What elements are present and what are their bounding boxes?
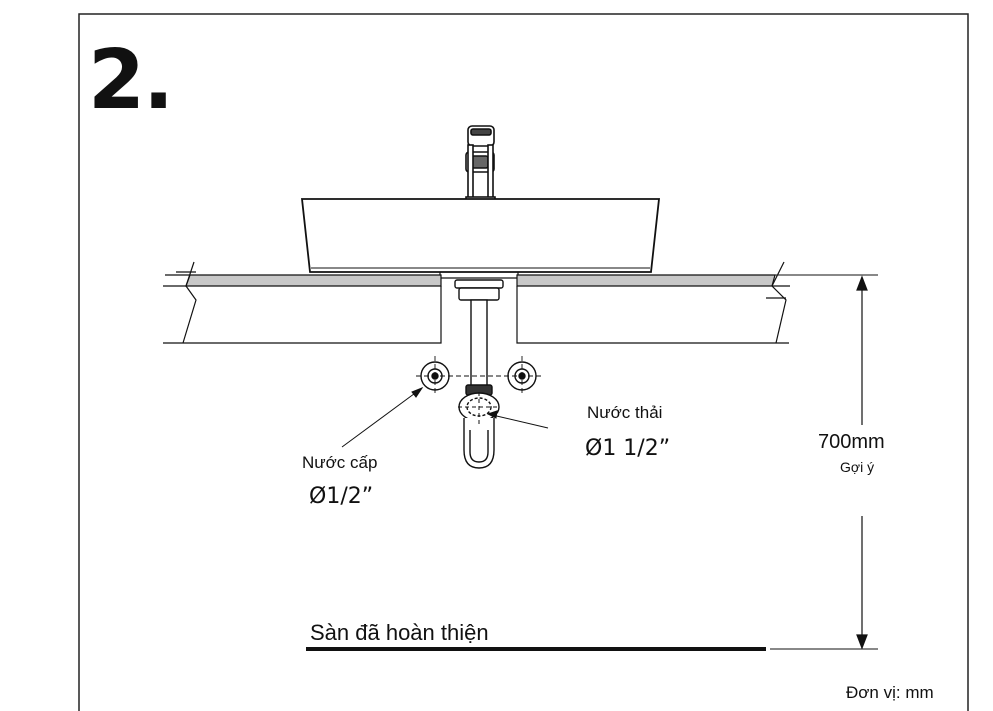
waste-size: Ø1 1/2” xyxy=(585,436,671,461)
unit-label: Đơn vị: mm xyxy=(846,683,934,702)
dimension-arrow-icon xyxy=(770,275,878,650)
height-note: Gợi ý xyxy=(840,459,875,475)
supply-valve-icon xyxy=(416,356,542,396)
p-trap-icon xyxy=(454,279,504,469)
basin xyxy=(300,198,661,279)
cabinet xyxy=(163,261,789,344)
waste-label: Nước thải xyxy=(587,403,663,422)
height-value: 700mm xyxy=(818,431,885,453)
floor-label: Sàn đã hoàn thiện xyxy=(310,620,489,645)
countertop xyxy=(163,274,878,287)
outer-border xyxy=(78,13,969,711)
faucet-icon xyxy=(465,125,496,202)
leader-lines xyxy=(341,386,549,448)
step-number: 2. xyxy=(88,33,174,128)
supply-size: Ø1/2” xyxy=(309,484,374,509)
supply-label: Nước cấp xyxy=(302,453,378,472)
